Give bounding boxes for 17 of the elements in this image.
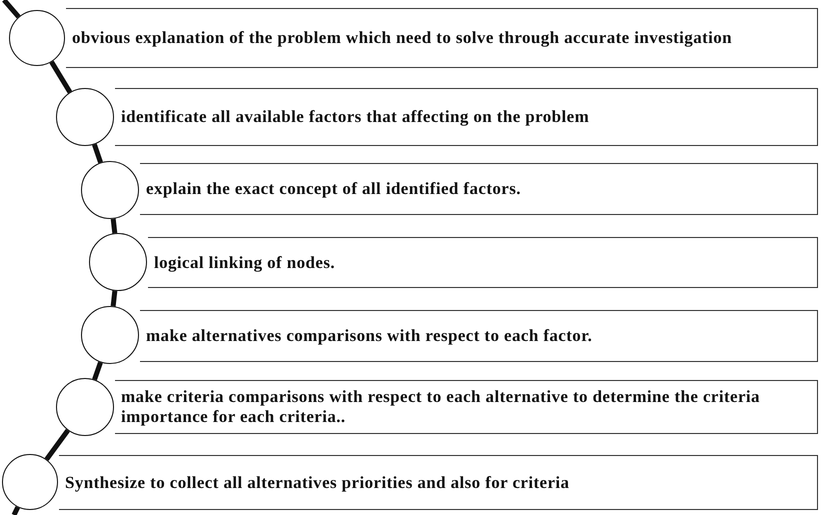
step-box: make criteria comparisons with respect to each alternative to determine the criteria importance for each criteria.. bbox=[115, 380, 818, 434]
step-box: identificate all available factors that affecting on the problem bbox=[115, 88, 818, 146]
connector-line bbox=[44, 428, 70, 461]
connector-line bbox=[49, 60, 72, 94]
circle-marker bbox=[9, 10, 65, 66]
connector-line bbox=[2, 0, 21, 18]
step-box: explain the exact concept of all identified factors. bbox=[140, 163, 818, 215]
circle-marker bbox=[2, 454, 58, 510]
connector-line bbox=[92, 144, 103, 164]
connector-line bbox=[12, 506, 20, 515]
step-box: make alternatives comparisons with respect to each factor. bbox=[140, 310, 818, 362]
connector-line bbox=[110, 218, 118, 234]
step-box: obvious explanation of the problem which need to solve through accurate investigation bbox=[66, 8, 818, 68]
step-box: Synthesize to collect all alternatives priorities and also for criteria bbox=[59, 455, 818, 510]
step-box: logical linking of nodes. bbox=[148, 237, 818, 288]
connector-line bbox=[92, 362, 103, 380]
connector-line bbox=[110, 290, 118, 306]
